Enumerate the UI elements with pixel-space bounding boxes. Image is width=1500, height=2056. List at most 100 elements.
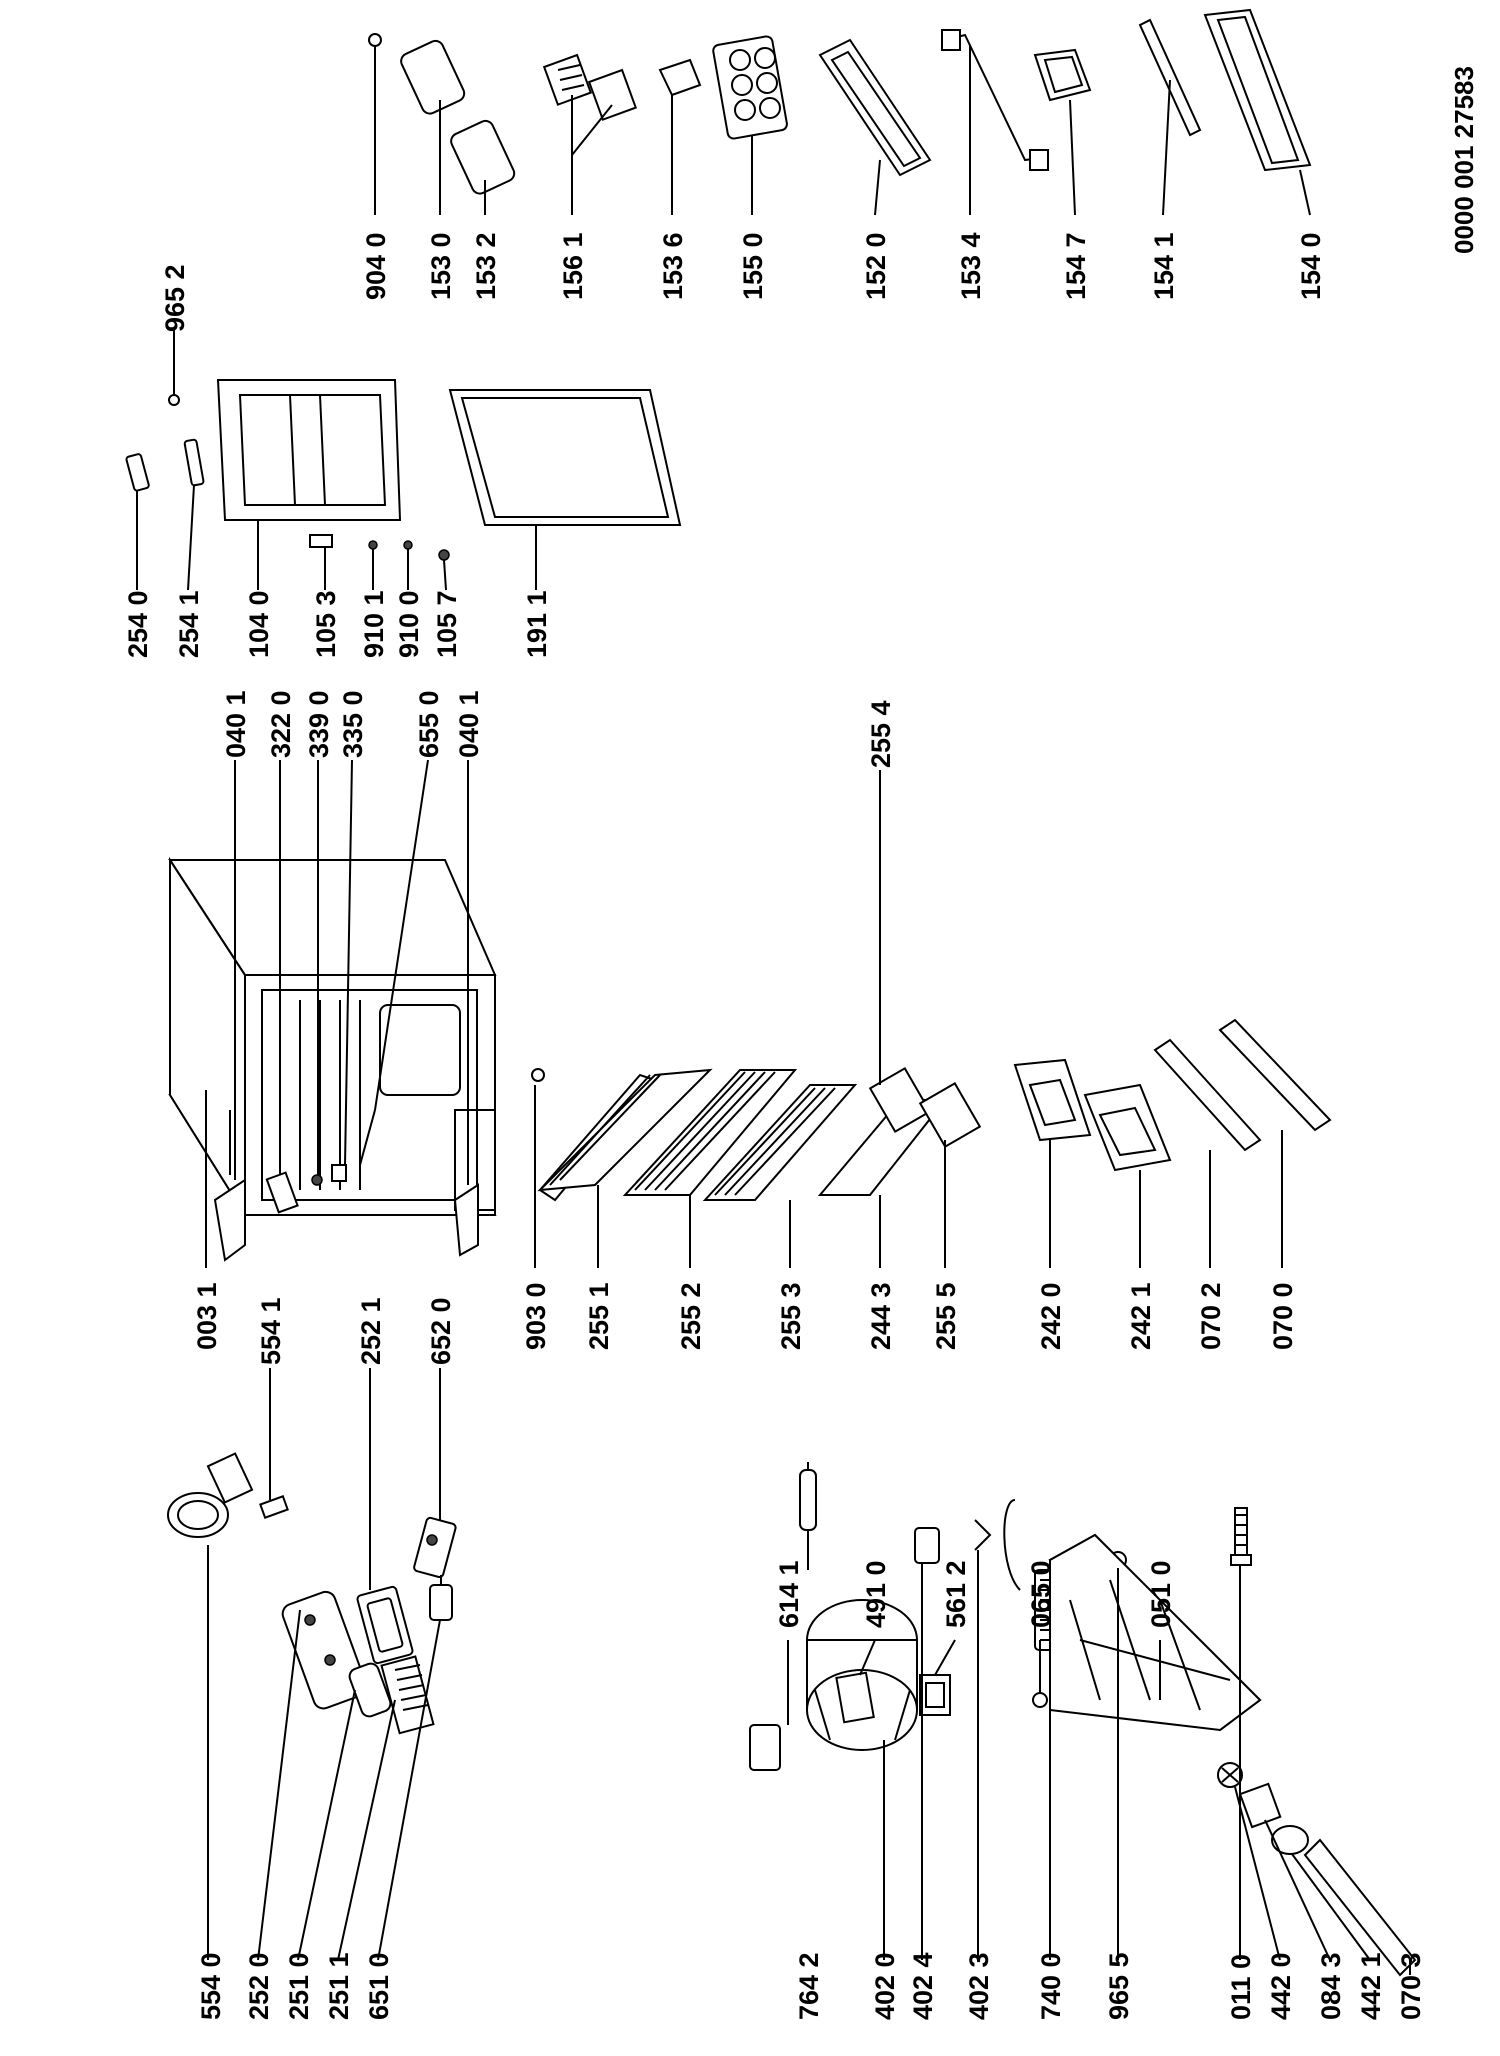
part-label: 153 6 [658, 232, 688, 300]
part-label: 442 0 [1266, 1952, 1296, 2020]
part-label: 065 0 [1026, 1560, 1056, 1628]
butter-cover-icon [400, 39, 466, 115]
plug-icon [531, 1068, 545, 1082]
part-label: 764 2 [794, 1952, 824, 2020]
ice-tray-icon [542, 53, 638, 121]
trim-strip-icon [1153, 1038, 1262, 1152]
shelf-icon [622, 1069, 798, 1196]
fan-icon [1217, 1762, 1243, 1788]
trim-strip-icon [1303, 1838, 1417, 1977]
part-label: 152 0 [861, 232, 891, 300]
leader-lines [136, 45, 1411, 1975]
part-label: 904 0 [361, 232, 391, 300]
part-label: 070 2 [1196, 1282, 1226, 1350]
screw-icon [403, 540, 413, 550]
part-label: 040 1 [454, 690, 484, 758]
part-label: 251 1 [324, 1952, 354, 2020]
part-label: 153 2 [471, 232, 501, 300]
plug-icon [368, 33, 382, 47]
part-label: 251 0 [284, 1952, 314, 2020]
part-label: 254 0 [123, 590, 153, 658]
part-label: 402 0 [870, 1952, 900, 2020]
bottle-shelf-icon [1203, 8, 1312, 172]
door-panel-icon [216, 379, 402, 521]
door-gasket-icon [448, 389, 682, 526]
hinge-icon [453, 1183, 479, 1257]
part-label: 322 0 [266, 690, 296, 758]
part-label: 153 4 [956, 232, 986, 300]
door-handle-icon [183, 438, 205, 487]
part-label: 252 0 [244, 1952, 274, 2020]
part-label: 561 2 [941, 1560, 971, 1628]
butter-cover-icon [450, 119, 516, 195]
thermostat-icon [429, 1575, 453, 1621]
bolt-icon [1230, 1507, 1252, 1566]
shelf-support-icon [868, 1066, 932, 1134]
part-label: 910 1 [359, 590, 389, 658]
part-label: 040 1 [221, 690, 251, 758]
part-label: 154 0 [1296, 232, 1326, 300]
part-label: 491 0 [861, 1560, 891, 1628]
part-label: 740 0 [1036, 1952, 1066, 2020]
part-label: 051 0 [1146, 1560, 1176, 1628]
part-label: 070 0 [1268, 1282, 1298, 1350]
part-label: 554 1 [256, 1297, 286, 1365]
part-label: 255 1 [584, 1282, 614, 1350]
lamp-lens-icon [380, 1655, 435, 1735]
hinge-icon [213, 1178, 246, 1262]
plug-icon [168, 394, 180, 406]
bracket-icon [1238, 1782, 1282, 1829]
part-label: 155 0 [738, 232, 768, 300]
grommet-icon [1032, 1692, 1048, 1708]
crisper-drawer-icon [1013, 1058, 1092, 1142]
part-label: 084 3 [1316, 1952, 1346, 2020]
part-label: 011 0 [1226, 1954, 1256, 2020]
hinge-pin-icon [265, 1171, 299, 1214]
rod-icon [359, 1109, 376, 1166]
document-number: 0000 001 27583 [1449, 66, 1479, 254]
compressor-icon [806, 1599, 918, 1751]
part-label: 651 0 [364, 1952, 394, 2020]
shelf-icon [537, 1068, 713, 1202]
door-handle-icon [125, 453, 150, 492]
connector-icon [749, 1724, 781, 1771]
capacitor-icon [835, 1671, 875, 1724]
thermostat-knob-icon [413, 1516, 457, 1579]
screw-icon [368, 540, 378, 550]
part-label: 156 1 [558, 232, 588, 300]
screw-icon [311, 1174, 323, 1186]
part-label: 154 1 [1149, 232, 1179, 300]
part-label: 910 0 [394, 590, 424, 658]
part-label: 903 0 [521, 1282, 551, 1350]
part-label: 442 1 [1356, 1952, 1386, 2020]
part-label: 614 1 [774, 1560, 804, 1628]
lamp-housing-icon [281, 1590, 368, 1710]
egg-tray-icon [712, 35, 788, 140]
lamp-holder-icon [356, 1585, 414, 1665]
part-label: 153 0 [426, 232, 456, 300]
bracket-icon [309, 534, 333, 548]
part-label: 255 2 [676, 1282, 706, 1350]
part-label: 402 4 [908, 1952, 938, 2020]
part-label: 554 0 [196, 1952, 226, 2020]
part-label: 191 1 [522, 590, 552, 658]
part-label: 252 1 [356, 1297, 386, 1365]
screw-icon [438, 549, 450, 561]
hinge-icon [658, 58, 702, 97]
part-label: 104 0 [244, 590, 274, 658]
part-label: 255 3 [776, 1282, 806, 1350]
part-label: 255 5 [931, 1282, 961, 1350]
cabinet-icon [168, 856, 497, 1219]
lamp-cover-icon [348, 1662, 392, 1718]
part-label: 339 0 [304, 690, 334, 758]
part-label: 965 5 [1104, 1952, 1134, 2020]
part-label: 402 3 [964, 1952, 994, 2020]
connector-block-icon [919, 1674, 951, 1716]
shelf-icon [702, 1084, 858, 1201]
filter-drier-icon [799, 1462, 817, 1538]
clip-icon [259, 1495, 289, 1519]
door-shelf-icon [818, 38, 932, 177]
part-label: 254 1 [174, 590, 204, 658]
part-label: 255 4 [866, 700, 896, 768]
